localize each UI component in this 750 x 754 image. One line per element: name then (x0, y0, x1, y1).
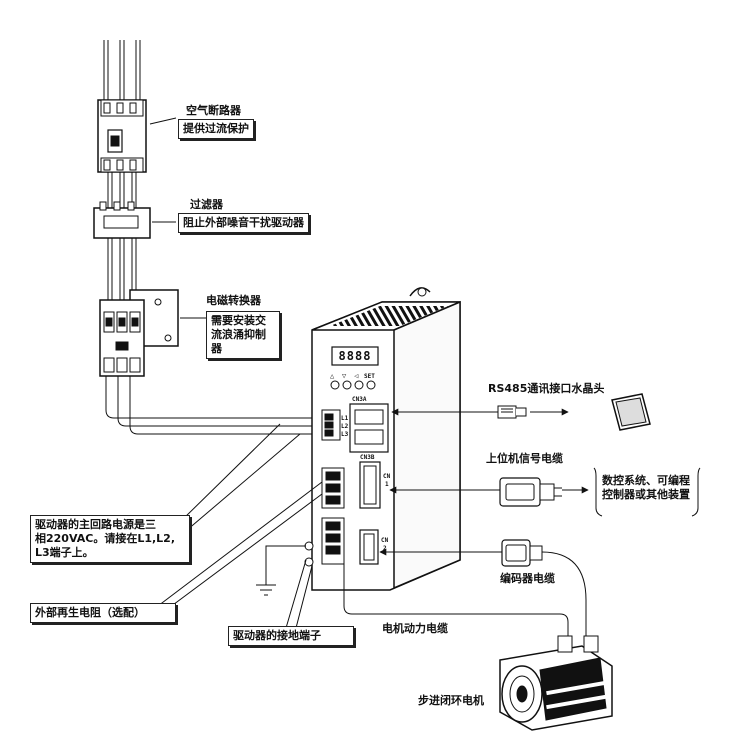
host-bracket-left (593, 467, 603, 517)
regen-resistor-label: 外部再生电阻（选配） (35, 606, 145, 619)
filter-title: 过滤器 (190, 198, 223, 211)
main-power-note-box: 驱动器的主回路电源是三 相220VAC。请接在L1,L2, L3端子上。 (30, 515, 190, 563)
encoder-cable-to-motor (541, 551, 587, 650)
cn1-number: 1 (385, 481, 389, 488)
air-circuit-breaker (97, 99, 147, 173)
contactor-desc: 需要安装交 流浪涌抑制 器 (211, 314, 266, 355)
hmi-panel (611, 393, 651, 431)
motor-power-cable-line (343, 560, 569, 652)
main-power-leader-1 (179, 423, 281, 523)
stepper-motor (499, 635, 613, 731)
encoder-cable-label: 编码器电缆 (500, 572, 555, 585)
cn3b-label: CN3B (360, 454, 375, 461)
button-up-label: △ (330, 372, 335, 380)
ground-terminal-label: 驱动器的接地端子 (233, 629, 321, 642)
terminal-l3: L3 (341, 431, 349, 438)
terminal-l1: L1 (341, 415, 349, 422)
button-set-label: SET (364, 373, 375, 380)
ground-terminal-box: 驱动器的接地端子 (228, 626, 354, 646)
host-signal-connector (499, 477, 562, 507)
contactor-title: 电磁转换器 (206, 294, 261, 307)
ground-terminal-leader-1 (285, 559, 307, 629)
motor-label: 步进闭环电机 (418, 694, 484, 707)
noise-filter (93, 201, 151, 239)
host-bracket-right (691, 467, 701, 517)
host-cable-label: 上位机信号电缆 (486, 452, 563, 465)
ground-terminal-leader-2 (295, 565, 313, 629)
cn2-label: CN (381, 537, 389, 544)
breaker-title: 空气断路器 (186, 104, 241, 117)
power-lines (103, 40, 322, 435)
button-down-label: ▽ (342, 372, 347, 380)
breaker-desc: 提供过流保护 (183, 122, 249, 135)
cn3a-label: CN3A (352, 396, 367, 403)
ground-symbol (256, 545, 306, 596)
encoder-connector (501, 539, 543, 567)
cn1-label: CN (383, 473, 391, 480)
filter-desc-box: 阻止外部噪音干扰驱动器 (178, 213, 309, 233)
filter-desc: 阻止外部噪音干扰驱动器 (183, 216, 304, 229)
motor-power-cable-label: 电机动力电缆 (382, 622, 448, 635)
contactor-desc-box: 需要安装交 流浪涌抑制 器 (206, 311, 280, 359)
magnetic-contactor (99, 289, 179, 377)
regen-leader-1 (149, 481, 323, 613)
host-device-desc: 数控系统、可编程 控制器或其他装置 (602, 474, 690, 501)
driver-buttons: △ ▽ ◁ SET (330, 372, 375, 380)
breaker-desc-box: 提供过流保护 (178, 119, 254, 139)
breaker-leader (149, 117, 177, 125)
rs485-connector (490, 405, 527, 419)
main-power-note: 驱动器的主回路电源是三 相220VAC。请接在L1,L2, L3端子上。 (35, 518, 175, 559)
regen-resistor-box: 外部再生电阻（选配） (30, 603, 176, 623)
driver-display: 8888 (339, 349, 372, 363)
driver-unit (304, 287, 461, 591)
rs485-label: RS485通讯接口水晶头 (488, 382, 605, 395)
button-left-label: ◁ (353, 372, 358, 380)
display-readout: 8888 (339, 349, 372, 363)
regen-leader-2 (149, 493, 323, 623)
cn2-number: 2 (383, 545, 387, 552)
main-power-leader-2 (179, 433, 301, 537)
terminal-l2: L2 (341, 423, 349, 430)
